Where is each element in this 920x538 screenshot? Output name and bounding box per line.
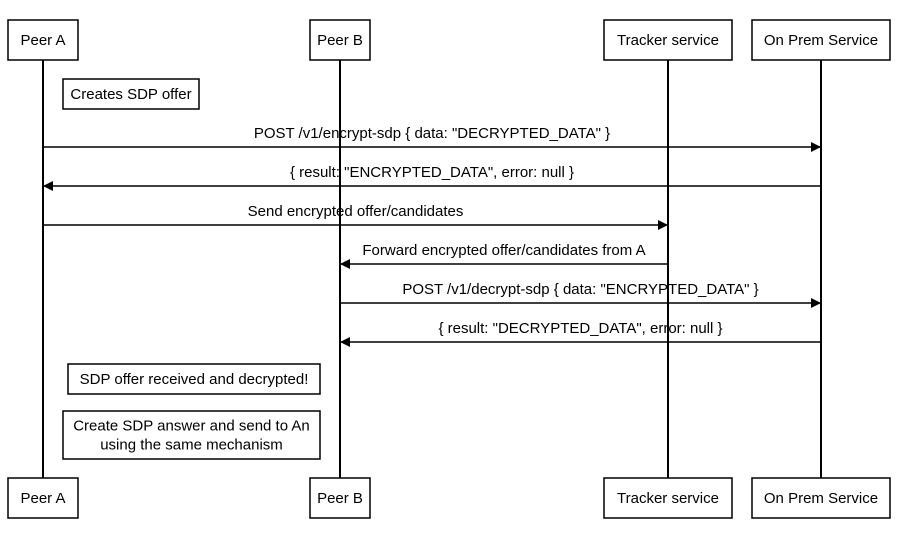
- participant-tracker-bottom: Tracker service: [603, 477, 733, 519]
- participant-label: Tracker service: [617, 490, 719, 507]
- participant-label: Peer A: [20, 490, 65, 507]
- note-1: Creates SDP offer: [62, 78, 200, 110]
- message-label: Send encrypted offer/candidates: [248, 203, 464, 220]
- message-label: POST /v1/encrypt-sdp { data: "DECRYPTED_…: [254, 125, 610, 142]
- note-text: Create SDP answer and send to An: [73, 418, 310, 435]
- participant-box: [309, 477, 371, 519]
- note-text: using the same mechanism: [100, 437, 283, 454]
- message-label: POST /v1/decrypt-sdp { data: "ENCRYPTED_…: [402, 281, 758, 298]
- participant-peer-a-top: Peer A: [7, 19, 79, 61]
- note-text: Creates SDP offer: [70, 86, 191, 103]
- participant-label: Peer B: [317, 490, 363, 507]
- message-6: { result: "DECRYPTED_DATA", error: null …: [340, 320, 821, 347]
- participant-box: [603, 477, 733, 519]
- participant-label: Peer A: [20, 32, 65, 49]
- participant-box: [751, 477, 891, 519]
- participant-onprem-top: On Prem Service: [751, 19, 891, 61]
- message-label: { result: "ENCRYPTED_DATA", error: null …: [290, 164, 574, 181]
- participant-label: On Prem Service: [764, 490, 878, 507]
- participant-box: [7, 19, 79, 61]
- message-4: Forward encrypted offer/candidates from …: [340, 242, 668, 269]
- participant-label: Tracker service: [617, 32, 719, 49]
- participant-peer-b-bottom: Peer B: [309, 477, 371, 519]
- note-box: [67, 363, 321, 395]
- participant-box: [751, 19, 891, 61]
- participant-tracker-top: Tracker service: [603, 19, 733, 61]
- participant-box: [309, 19, 371, 61]
- message-3: Send encrypted offer/candidates: [43, 203, 668, 230]
- participant-peer-b-top: Peer B: [309, 19, 371, 61]
- message-1: POST /v1/encrypt-sdp { data: "DECRYPTED_…: [43, 125, 821, 152]
- participant-box: [603, 19, 733, 61]
- note-text: SDP offer received and decrypted!: [80, 371, 309, 388]
- note-2: SDP offer received and decrypted!: [67, 363, 321, 395]
- participant-box: [7, 477, 79, 519]
- message-label: Forward encrypted offer/candidates from …: [362, 242, 645, 259]
- participant-label: Peer B: [317, 32, 363, 49]
- message-label: { result: "DECRYPTED_DATA", error: null …: [438, 320, 722, 337]
- participant-peer-a-bottom: Peer A: [7, 477, 79, 519]
- message-5: POST /v1/decrypt-sdp { data: "ENCRYPTED_…: [340, 281, 821, 308]
- note-box: [62, 78, 200, 110]
- participant-label: On Prem Service: [764, 32, 878, 49]
- participant-onprem-bottom: On Prem Service: [751, 477, 891, 519]
- note-3: Create SDP answer and send to An using th…: [62, 410, 321, 460]
- note-box: [62, 410, 321, 460]
- message-2: { result: "ENCRYPTED_DATA", error: null …: [43, 164, 821, 191]
